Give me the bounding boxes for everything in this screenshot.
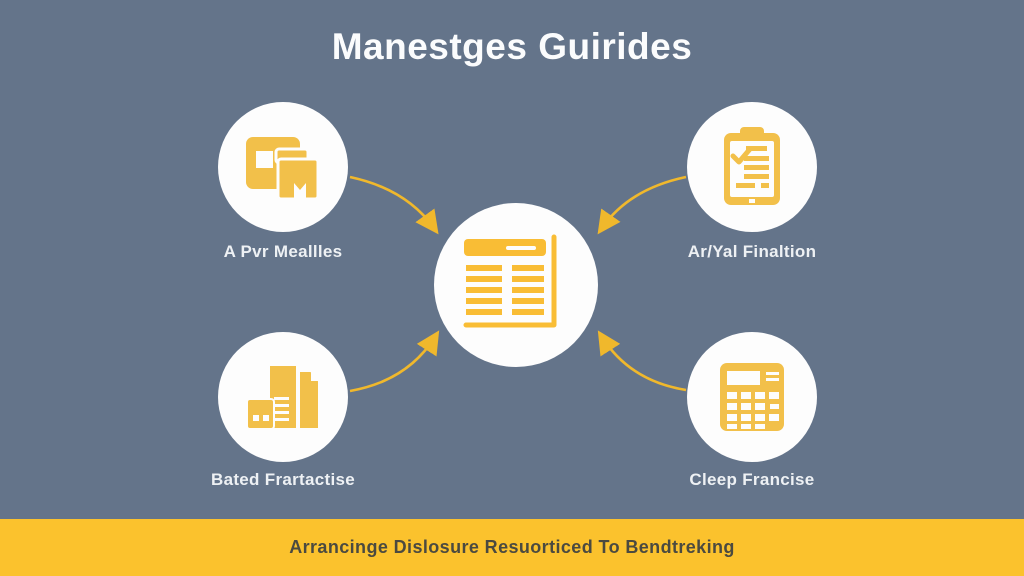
folder-stack-icon: [242, 131, 324, 203]
center-circle: [434, 203, 598, 367]
node-circle-bottom-left: [218, 332, 348, 462]
arrow-bottom-right-to-center: [597, 330, 687, 392]
arrow-bottom-left-to-center: [349, 330, 440, 393]
node-circle-bottom-right: [687, 332, 817, 462]
node-circle-top-right: [687, 102, 817, 232]
node-circle-top-left: [218, 102, 348, 232]
clipboard-check-icon: [716, 125, 788, 209]
footer-text: Arrancinge Dislosure Resuorticed To Bend…: [289, 537, 735, 557]
arrow-top-left-to-center: [349, 175, 439, 235]
page-title: Manestges Guirides: [331, 26, 693, 67]
footer-banner: Arrancinge Dislosure Resuorticed To Bend…: [0, 519, 1024, 576]
node-label-bottom-left: Bated Frartactise: [211, 470, 355, 489]
documents-report-icon: [243, 361, 323, 433]
calculator-icon: [714, 359, 790, 435]
node-label-bottom-right: Cleep Francise: [689, 470, 815, 489]
node-label-top-left: A Pvr Meallles: [223, 242, 343, 261]
arrow-top-right-to-center: [597, 175, 687, 235]
node-label-top-right: Ar/Yal Finaltion: [687, 242, 817, 261]
document-table-icon: [456, 225, 576, 345]
